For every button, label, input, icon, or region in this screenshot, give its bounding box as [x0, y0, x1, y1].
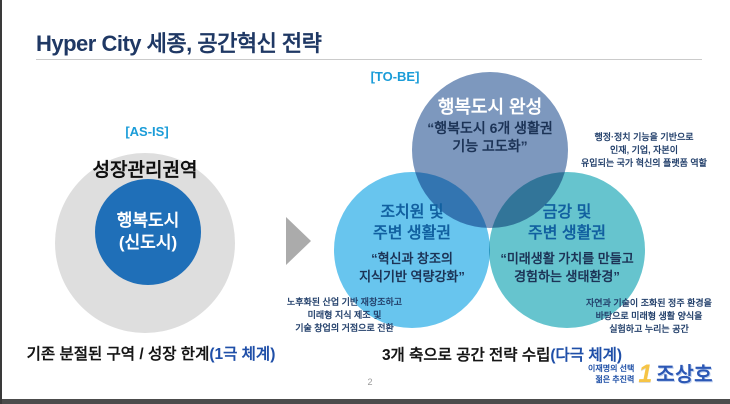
campaign-logo: 이재명의 선택 젊은 추진력 1 조상호: [588, 362, 713, 387]
note-top-right: 행정·정치 기능을 기반으로 인재, 기업, 자본이 유입되는 국가 혁신의 플…: [555, 131, 730, 170]
as-is-caption-highlight: (1극 체계): [209, 346, 276, 363]
logo-number-1: 1: [638, 360, 653, 388]
page-title: Hyper City 세종, 공간혁신 전략: [36, 31, 322, 56]
note-bottom-left: 노후화된 산업 기반 재창조하고 미래형 지식 제조 및 기술 창업의 거점으로…: [267, 296, 422, 335]
venn-right-quote-line1: “미래생활 가치를 만들고: [500, 251, 634, 266]
note-bottom-left-line3: 기술 창업의 거점으로 전환: [295, 323, 394, 334]
as-is-caption-text: 기존 분절된 구역 / 성장 한계: [26, 346, 210, 363]
note-bottom-right: 자연과 기술이 조화된 정주 환경을 바탕으로 미래형 생활 양식을 실험하고 …: [565, 297, 730, 336]
venn-right-title-line1: 금강 및: [542, 204, 592, 221]
venn-top-title: 행복도시 완성: [437, 97, 543, 117]
note-bottom-right-line1: 자연과 기술이 조화된 정주 환경을: [586, 298, 712, 308]
logo-tagline-line1: 이재명의 선택: [588, 364, 635, 374]
note-bottom-left-line2: 미래형 지식 제조 및: [307, 310, 382, 321]
venn-left-title: 조치원 및 주변 생활권: [332, 203, 492, 245]
to-be-caption-text: 3개 축으로 공간 전략 수립: [381, 347, 551, 364]
note-bottom-right-line2: 바탕으로 미래형 생활 양식을: [595, 311, 703, 322]
venn-circle-right: [489, 172, 645, 328]
logo-tagline: 이재명의 선택 젊은 추진력: [588, 364, 634, 385]
as-is-inner-circle: 행복도시 (신도시): [95, 179, 201, 285]
venn-right-title: 금강 및 주변 생활권: [487, 203, 647, 245]
venn-top-quote-line1: “행복도시 6개 생활권: [427, 120, 553, 136]
to-be-caption-highlight: (다극 체계): [550, 347, 623, 364]
page-number: 2: [367, 377, 373, 387]
venn-right-quote-line2: 경험하는 생태환경”: [514, 268, 620, 284]
venn-right-quote: “미래생활 가치를 만들고 경험하는 생태환경”: [465, 250, 669, 285]
to-be-caption: 3개 축으로 공간 전략 수립(다극 체계): [349, 343, 655, 365]
note-top-right-line1: 행정·정치 기능을 기반으로: [594, 132, 694, 142]
to-be-label: [TO-BE]: [370, 69, 420, 84]
venn-left-quote-line2: 지식기반 역량강화”: [359, 268, 465, 284]
venn-left-title-line1: 조치원 및: [380, 204, 444, 221]
bottom-bar: [2, 399, 730, 404]
note-bottom-right-line3: 실험하고 누리는 공간: [609, 324, 689, 335]
logo-tagline-line2: 젊은 추진력: [595, 374, 635, 384]
venn-right-title-line2: 주변 생활권: [527, 224, 607, 242]
note-top-right-line3: 유입되는 국가 혁신의 플랫폼 역할: [581, 158, 707, 169]
logo-name: 조상호: [656, 363, 713, 386]
venn-top-quote-line2: 기능 고도화”: [452, 138, 528, 155]
venn-top-quote: “행복도시 6개 생활권 기능 고도화”: [395, 119, 585, 155]
venn-left-quote: “혁신과 창조의 지식기반 역량강화”: [324, 250, 500, 285]
right-arrow-icon: [286, 217, 311, 265]
as-is-caption: 기존 분절된 구역 / 성장 한계(1극 체계): [20, 342, 282, 364]
venn-left-title-line2: 주변 생활권: [372, 224, 452, 242]
title-divider: [36, 59, 702, 60]
as-is-label: [AS-IS]: [125, 124, 169, 139]
as-is-core-line2: (신도시): [118, 233, 178, 252]
note-bottom-left-line1: 노후화된 산업 기반 재창조하고: [286, 297, 403, 307]
note-top-right-line2: 인재, 기업, 자본이: [610, 145, 678, 156]
as-is-core-line1: 행복도시: [116, 210, 180, 230]
as-is-region-label: 성장관리권역: [92, 160, 198, 181]
venn-circle-left: [334, 172, 490, 328]
venn-left-quote-line1: “혁신과 창조의: [371, 251, 453, 266]
